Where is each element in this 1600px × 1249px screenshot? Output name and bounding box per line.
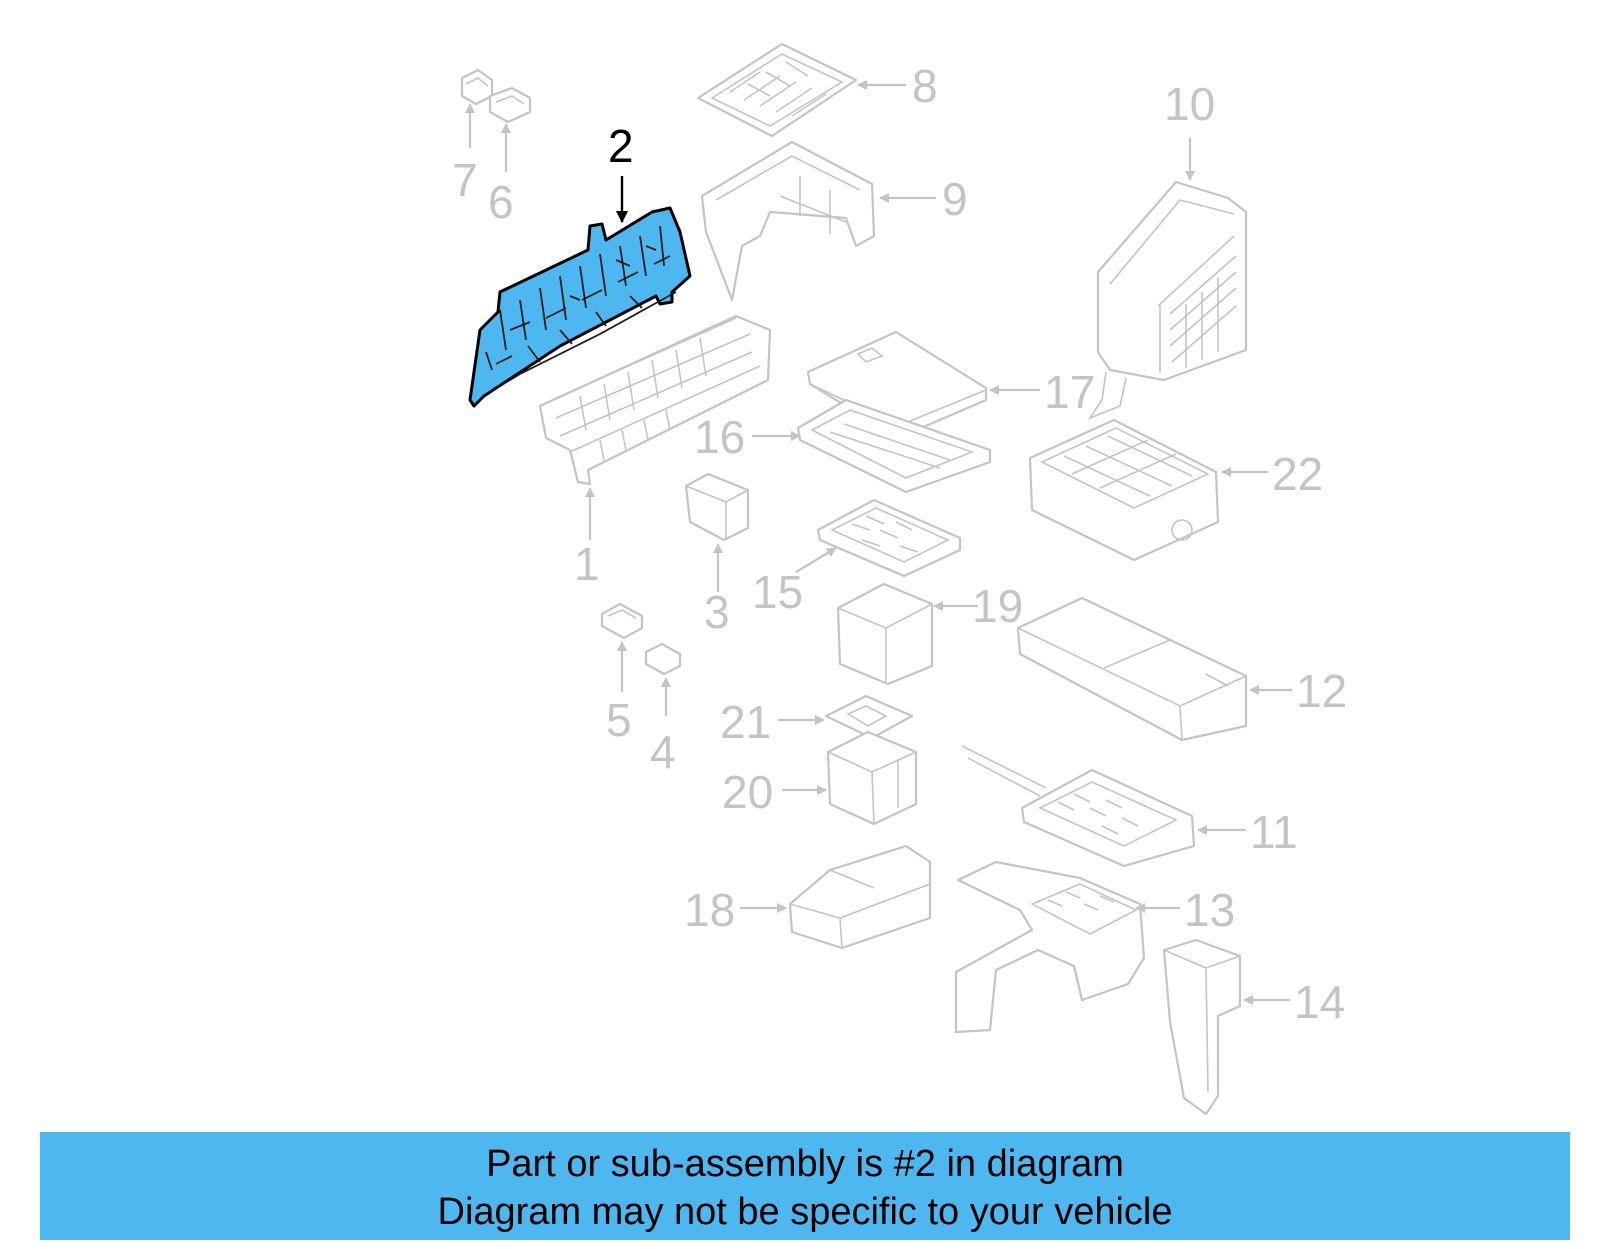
callout-14: 14	[1294, 976, 1345, 1028]
banner-line-1: Part or sub-assembly is #2 in diagram	[486, 1143, 1124, 1185]
part-6-clip	[488, 86, 532, 124]
callout-11: 11	[1250, 806, 1298, 858]
callout-10: 10	[1164, 78, 1215, 130]
part-14-duct	[1162, 938, 1242, 1116]
callout-8: 8	[912, 60, 938, 112]
part-13-mount-bracket	[954, 860, 1146, 1034]
callout-9: 9	[942, 173, 968, 225]
callout-22: 22	[1272, 448, 1323, 500]
part-19-module	[836, 582, 934, 686]
callout-1: 1	[574, 538, 600, 590]
callout-12: 12	[1296, 665, 1347, 717]
callout-15: 15	[752, 566, 803, 618]
part-21-socket	[824, 694, 914, 740]
part-10-housing	[1087, 180, 1248, 420]
part-11-terminal-bracket	[961, 745, 1196, 868]
callout-19: 19	[972, 580, 1023, 632]
part-5-connector	[600, 602, 644, 640]
callout-16: 16	[694, 411, 745, 463]
part-2-fuse-panel-highlighted[interactable]	[468, 206, 692, 408]
callout-6: 6	[488, 176, 514, 228]
callout-7: 7	[452, 154, 478, 206]
callout-20: 20	[722, 766, 773, 818]
callout-2-highlighted: 2	[608, 120, 634, 172]
callout-3: 3	[704, 586, 730, 638]
part-18-block	[788, 844, 932, 950]
part-15-fuse-block	[816, 498, 962, 578]
part-7-clip	[460, 68, 494, 106]
part-1-fuse-box	[538, 314, 772, 486]
part-22-relay-panel	[1028, 418, 1220, 562]
part-8-cover	[696, 42, 858, 138]
banner-line-2: Diagram may not be specific to your vehi…	[437, 1191, 1173, 1233]
callout-5: 5	[606, 694, 632, 746]
callout-21: 21	[720, 696, 771, 748]
info-banner: Part or sub-assembly is #2 in diagram Di…	[40, 1132, 1570, 1240]
part-12-control-unit	[1016, 596, 1248, 742]
callout-4: 4	[650, 726, 676, 778]
callout-13: 13	[1184, 884, 1235, 936]
part-9-bracket	[700, 140, 876, 302]
callout-17: 17	[1044, 366, 1095, 418]
part-20-housing	[826, 730, 918, 826]
callout-18: 18	[684, 884, 735, 936]
part-4-connector	[644, 642, 682, 676]
part-3-relay	[684, 472, 750, 542]
